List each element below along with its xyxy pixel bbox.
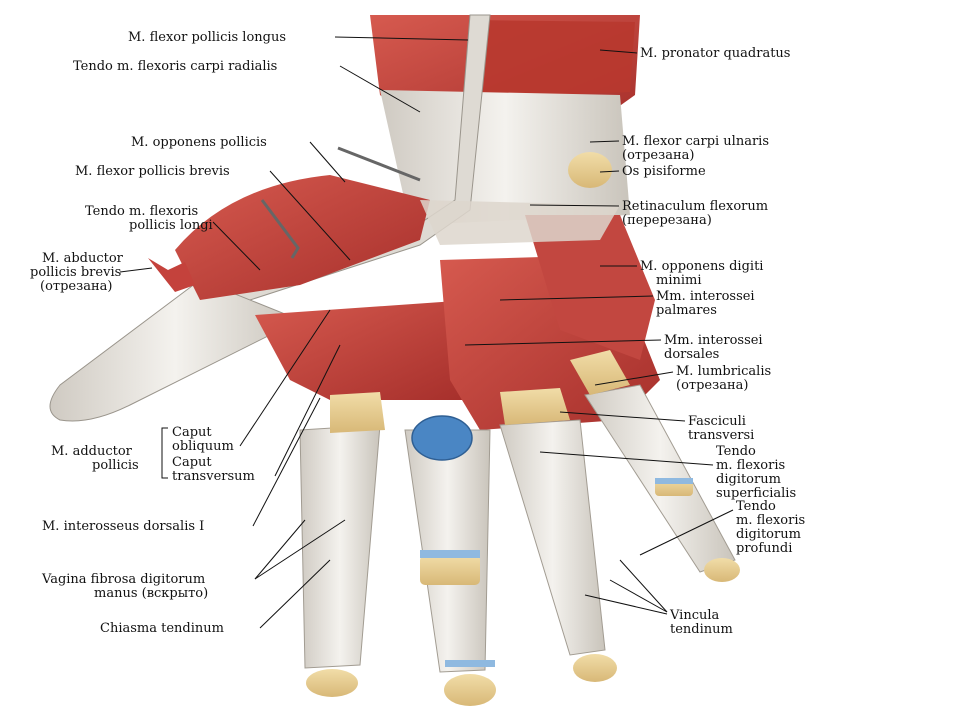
label-adductor-1: M. adductor [51,444,133,459]
label-fasciculi-2: transversi [688,428,754,443]
leader-line [254,519,346,580]
label-caput-transversum-2: transversum [172,469,255,484]
label-odm-2: minimi [656,273,702,288]
label-caput-obliquum-2: obliquum [172,439,234,454]
label-caput-obliquum-1: Caput [172,425,212,440]
label-retinaculum-2: (перерезана) [622,213,712,228]
label-odm-1: M. opponens digiti [640,259,763,274]
metacarpal-bones [330,350,630,433]
leader-line [309,141,346,183]
label-fasciculi-1: Fasciculi [688,414,746,429]
leader-line [499,295,654,301]
hand-illustration [49,14,740,706]
label-fpl: M. flexor pollicis longus [128,30,286,45]
abductor-pollicis-stump [148,258,195,292]
label-caput-transversum-1: Caput [172,455,212,470]
label-ip-1: Mm. interossei [656,289,755,304]
label-fcu-2: (отрезана) [622,148,694,163]
label-tendo-fpl-2: pollicis longi [129,218,213,233]
label-tfdp-2: m. flexoris [736,513,805,528]
label-tfds-4: superficialis [716,486,796,501]
adductor-pollicis [255,300,470,400]
label-chiasma: Chiasma tendinum [100,621,224,636]
label-tfdp-3: digitorum [736,527,801,542]
label-vincula-1: Vincula [669,608,720,623]
label-tfdp-1: Tendo [736,499,776,514]
leader-line [539,451,714,466]
label-retinaculum-1: Retinaculum flexorum [622,199,768,214]
leader-line [529,204,620,207]
leader-line [559,411,686,422]
middle-finger [404,415,496,706]
thenar-muscles [175,175,430,300]
wrist-tendons [380,90,630,225]
leader-line [609,579,668,613]
label-apb-3: (отрезана) [40,279,112,294]
leader-line [252,397,321,527]
leader-line [599,49,638,54]
label-tendo-fpl-1: Tendo m. flexoris [85,204,198,219]
leader-line [334,36,469,41]
leader-line [269,170,351,261]
leader-line [639,509,734,556]
label-lumbricalis-2: (отрезана) [676,378,748,393]
label-fpb: M. flexor pollicis brevis [75,164,230,179]
label-vagina-2: manus (вскрыто) [94,586,208,601]
label-interosseus-dorsalis: M. interosseus dorsalis I [42,519,204,534]
label-tfds-2: m. flexoris [716,458,785,473]
label-apb-2: pollicis brevis [30,265,121,280]
leader-line [212,221,261,271]
label-vincula-2: tendinum [670,622,733,637]
labels-left: M. flexor pollicis longus Tendo m. flexo… [30,30,469,636]
leader-line [599,170,620,173]
label-tfds-3: digitorum [716,472,781,487]
label-id-1: Mm. interossei [664,333,763,348]
leader-line [259,559,331,629]
label-tfds-1: Tendo [716,444,756,459]
leader-line [594,371,674,386]
leader-line [619,559,668,613]
label-pronator: M. pronator quadratus [640,46,790,61]
label-tfdp-4: profundi [736,541,792,556]
label-vagina-1: Vagina fibrosa digitorum [41,572,205,587]
label-id-2: dorsales [664,347,719,362]
label-ip-2: palmares [656,303,717,318]
leader-line [589,140,620,143]
label-fcu-1: M. flexor carpi ulnaris [622,134,769,149]
leader-line [339,65,421,113]
label-apb-1: M. abductor [42,251,124,266]
leader-line [254,519,306,580]
label-tendo-fcr: Tendo m. flexoris carpi radialis [73,59,277,74]
index-finger [299,424,381,697]
leader-line [274,344,341,477]
label-pisiforme: Os pisiforme [622,164,706,179]
retinaculum [420,200,620,245]
label-opponens-pollicis: M. opponens pollicis [131,135,267,150]
probe [337,146,421,182]
hypothenar-muscles [525,215,655,360]
leader-line [464,339,662,346]
little-finger [584,384,740,582]
leader-line [119,267,153,273]
leader-line [239,309,331,447]
leader-line [584,594,668,615]
pronator-quadratus [470,20,635,98]
pisiform-bone [568,152,612,188]
labels-right: M. pronator quadratus M. flexor carpi ul… [464,46,805,637]
probe [260,199,300,259]
ring-finger [499,419,617,682]
label-adductor-2: pollicis [92,458,139,473]
thumb [49,279,302,422]
label-lumbricalis-1: M. lumbricalis [676,364,771,379]
bracket [161,427,168,479]
